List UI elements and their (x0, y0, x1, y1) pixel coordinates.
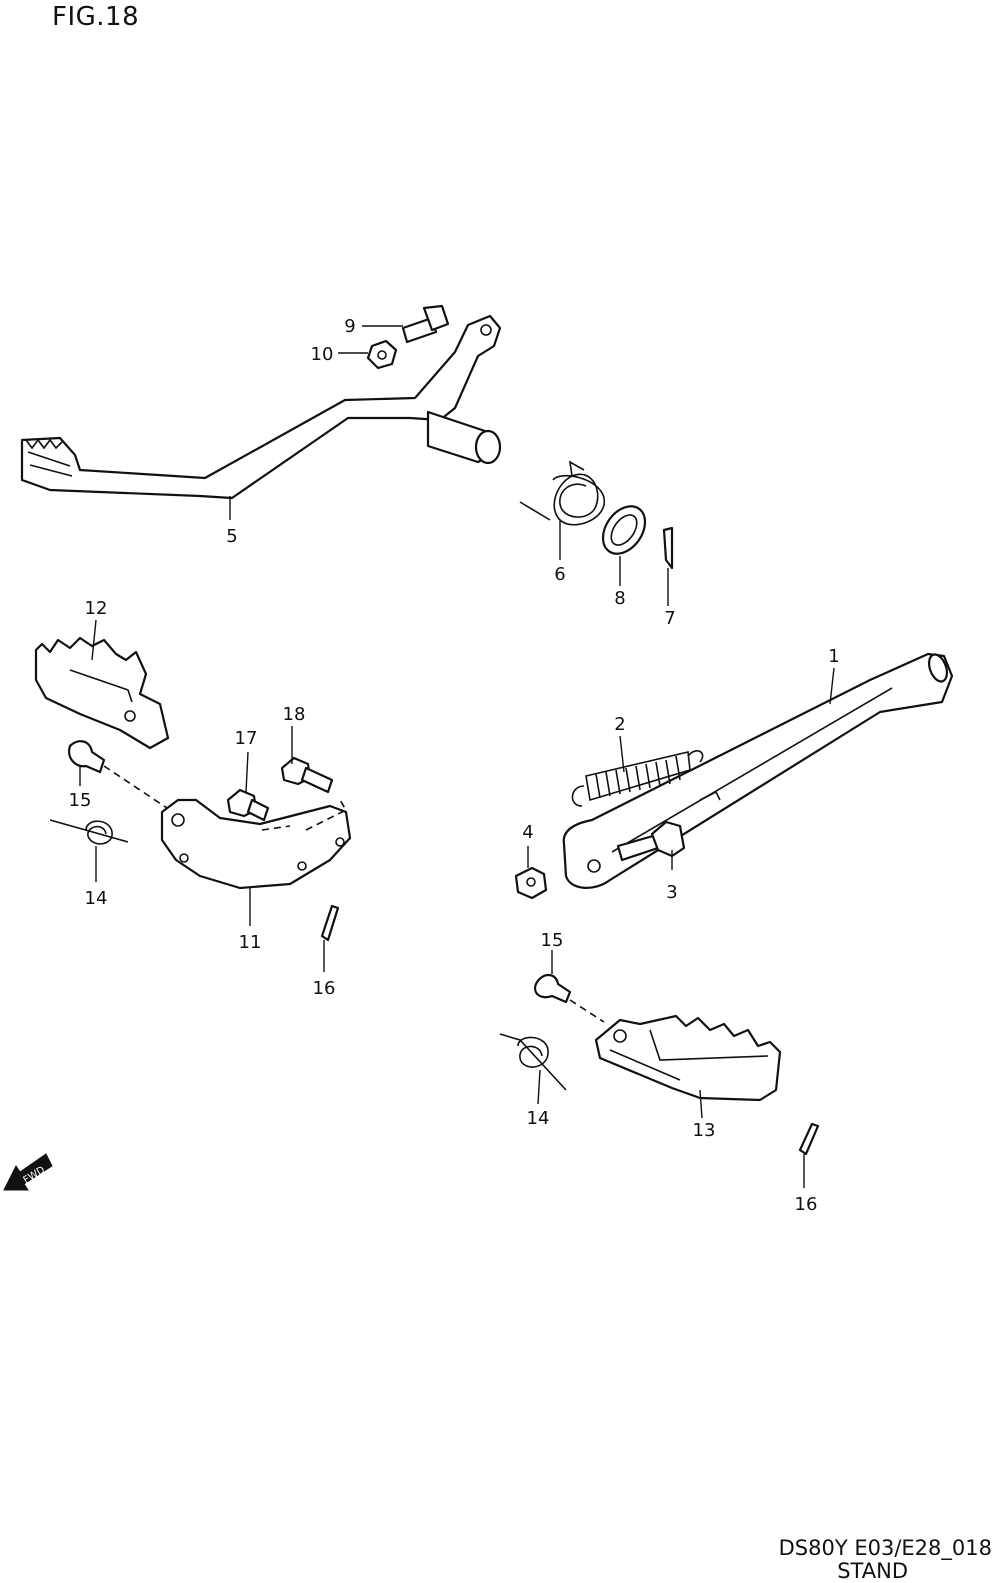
left-footrest-part (34, 636, 170, 750)
callout-16-left: 16 (313, 978, 336, 999)
callout-6: 6 (554, 564, 565, 585)
callout-10: 10 (311, 344, 334, 365)
fwd-arrow-icon: FWD (3, 1153, 53, 1191)
footrest-spring-part-right (499, 1033, 567, 1091)
cotter-pin-part-right (798, 1122, 820, 1156)
footrest-pin-part-right (534, 973, 572, 1004)
callout-3: 3 (666, 882, 677, 903)
cotter-pin-part-left (320, 904, 340, 942)
callout-14-right: 14 (527, 1108, 550, 1129)
stand-bolt-part (616, 820, 686, 862)
torsion-spring-part (519, 460, 605, 526)
right-footrest-part (594, 1014, 782, 1102)
callout-18: 18 (283, 704, 306, 725)
callout-15-right: 15 (541, 930, 564, 951)
bracket-bolt-part-17 (226, 788, 270, 822)
callout-17: 17 (235, 728, 258, 749)
footrest-spring-part-left (49, 819, 129, 845)
callout-2: 2 (614, 714, 625, 735)
callout-13: 13 (693, 1120, 716, 1141)
figure-code: DS80Y E03/E28_018 (778, 1536, 992, 1560)
stand-nut-part (514, 866, 548, 900)
bracket-bolt-part-18 (280, 756, 334, 794)
footrest-bracket-part (160, 798, 352, 890)
callout-15-left: 15 (69, 790, 92, 811)
callout-12: 12 (85, 598, 108, 619)
footrest-pin-part-left (68, 740, 106, 774)
callout-8: 8 (614, 588, 625, 609)
figure-name: STAND (837, 1559, 908, 1583)
washer-part (601, 505, 647, 555)
callout-1: 1 (828, 646, 839, 667)
nut-part (366, 339, 398, 370)
callout-11: 11 (239, 932, 262, 953)
callout-4: 4 (522, 822, 533, 843)
figure-title: FIG.18 (52, 2, 140, 32)
callout-5: 5 (226, 526, 237, 547)
callout-labels: 1 2 3 4 5 6 7 8 9 10 11 12 13 14 14 15 1… (69, 316, 840, 1215)
callout-16-right: 16 (795, 1194, 818, 1215)
stand-spring-part (571, 750, 704, 807)
leader-lines (79, 325, 835, 1188)
brake-pedal-part (20, 314, 502, 500)
callout-9: 9 (344, 316, 355, 337)
callout-7: 7 (664, 608, 675, 629)
callout-14-left: 14 (85, 888, 108, 909)
cotter-pin-part (662, 526, 674, 570)
bolt-part (401, 304, 450, 344)
